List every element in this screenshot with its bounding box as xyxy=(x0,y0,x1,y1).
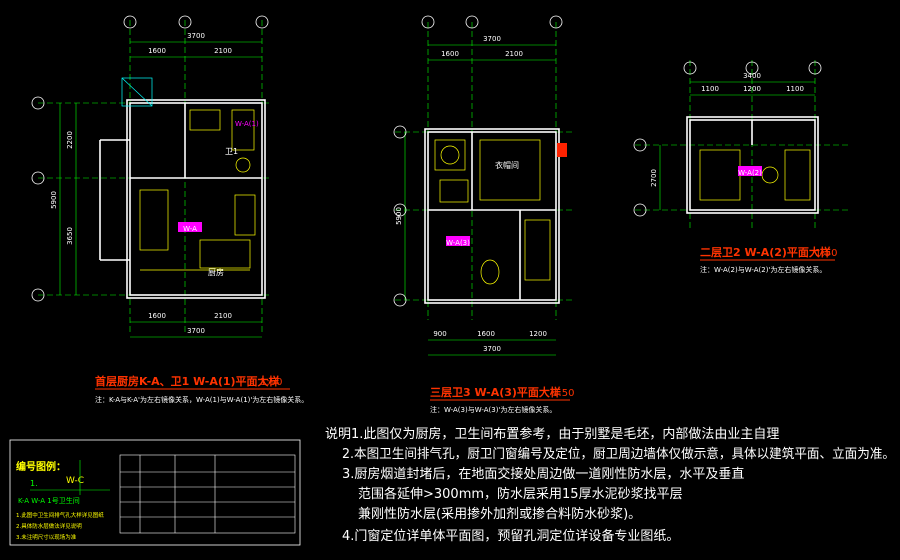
plan-2-dim-top-1: 3400 xyxy=(743,72,761,80)
plan-3-dim-bottom-3: 1200 xyxy=(529,330,547,338)
plan-1-dim-left-1: 5900 xyxy=(50,191,58,209)
plan-2-title: 二层卫2 W-A(2)平面大样 xyxy=(700,245,831,259)
legend-title: 编号图例： xyxy=(16,460,66,473)
plan-3-dim-top-3: 2100 xyxy=(505,50,523,58)
plan-3-tag-marker xyxy=(446,236,470,246)
legend-box: 编号图例： 1. W-C K-A W-A 1号卫生间 1.此图中卫生间排气孔大样… xyxy=(9,439,301,546)
plan-3-dim-bottom-4: 3700 xyxy=(483,345,501,353)
plan-2-dim-top-2: 1100 xyxy=(701,85,719,93)
legend-item: 1. xyxy=(30,479,38,488)
plan-3-axis-bubble-a xyxy=(393,125,407,139)
plan-2-axis-bubble-b xyxy=(633,138,647,152)
plan-1-tag-marker xyxy=(178,222,202,232)
plan-2-tag-marker xyxy=(738,166,762,176)
note-line-5: 兼刚性防水层(采用掺外加剂或掺合料防水砂浆)。 xyxy=(358,506,641,522)
legend-table xyxy=(119,454,296,534)
plan-3-tag-text: W-A(3) xyxy=(446,239,470,247)
plan-3-axis-bubble-b xyxy=(393,203,407,217)
plan-1-axis-bubble-c xyxy=(31,288,45,302)
plan-1-room-bath: 卫1 xyxy=(225,147,238,156)
plan-2-dim-top-4: 1100 xyxy=(786,85,804,93)
plan-2-axis-bubble-2 xyxy=(745,61,759,75)
plan-2-tag-text: W-A(2) xyxy=(738,169,762,177)
plan-3-room-closet: 衣帽间 xyxy=(495,160,519,170)
plan-3-dim-left-1: 5900 xyxy=(395,207,403,225)
plan-2-dim-top-3: 1200 xyxy=(743,85,761,93)
plan-3-dim-top-1: 3700 xyxy=(483,35,501,43)
plan-1-scale: 1:50 xyxy=(260,377,282,388)
plan-3-dim-bottom-2: 1600 xyxy=(477,330,495,338)
plan-2-scale: 1:50 xyxy=(815,248,837,259)
plan-1-dim-top-2: 1600 xyxy=(148,47,166,55)
plan-3-axis-bubble-3 xyxy=(549,15,563,29)
legend-note-1: 1.此图中卫生间排气孔大样详见图纸 xyxy=(16,511,104,519)
plan-1-dim-top-3: 2100 xyxy=(214,47,232,55)
plan-1-dim-left-3: 3650 xyxy=(66,227,74,245)
note-line-4: 范围各延伸>300mm，防水层采用15厚水泥砂浆找平层 xyxy=(358,486,683,502)
note-line-2: 2.本图卫生间排气孔，厨卫门窗编号及定位，厨卫周边墙体仅做示意，具体以建筑平面、… xyxy=(342,446,895,462)
legend-example: K-A W-A 1号卫生间 xyxy=(18,496,80,505)
plan-1-tag-text: W-A xyxy=(183,225,197,233)
plan-1-dim-bottom-2: 2100 xyxy=(214,312,232,320)
plan-2-axis-bubble-3 xyxy=(808,61,822,75)
note-line-6: 4.门窗定位详单体平面图，预留孔洞定位详设备专业图纸。 xyxy=(342,528,679,544)
plan-2-axis-bubble-1 xyxy=(683,61,697,75)
plan-1-axis-bubble-b xyxy=(31,171,45,185)
plan-1-title: 首层厨房K-A、卫1 W-A(1)平面大样 xyxy=(95,374,280,388)
legend-symbol: W-C xyxy=(66,476,84,486)
plan-1-dim-bottom-1: 1600 xyxy=(148,312,166,320)
plan-3-dim-top-2: 1600 xyxy=(441,50,459,58)
plan-1-subnote: 注：K-A与K-A'为左右镜像关系，W-A(1)与W-A(1)'为左右镜像关系。 xyxy=(95,395,308,404)
plan-1-ground-floor-kitchen xyxy=(38,20,270,338)
plan-1-tag-text-2: W-A(1) xyxy=(235,120,259,128)
note-line-3: 3.厨房烟道封堵后，在地面交接处周边做一道刚性防水层，水平及垂直 xyxy=(342,466,744,482)
plan-3-title: 三层卫3 W-A(3)平面大样 xyxy=(430,385,561,399)
plan-1-axis-bubble-a xyxy=(31,96,45,110)
plan-1-dim-top-1: 3700 xyxy=(187,32,205,40)
plan-1-axis-bubble-2 xyxy=(178,15,192,29)
plan-2-axis-bubble-c xyxy=(633,203,647,217)
plan-3-axis-bubble-1 xyxy=(421,15,435,29)
plan-3-dim-bottom-1: 900 xyxy=(433,330,446,338)
legend-note-2: 2.具体防水层做法详见说明 xyxy=(16,522,82,530)
plan-3-red-marker xyxy=(557,143,567,157)
legend-note-3: 3.未注明尺寸以现场为准 xyxy=(16,533,77,541)
plan-2-second-floor-bath xyxy=(633,60,850,230)
plan-3-subnote: 注：W-A(3)与W-A(3)'为左右镜像关系。 xyxy=(430,405,556,414)
plan-1-dim-bottom-3: 3700 xyxy=(187,327,205,335)
plan-3-scale: 1:50 xyxy=(552,388,574,399)
plan-1-dim-left-2: 2200 xyxy=(66,131,74,149)
plan-1-axis-bubble-1 xyxy=(123,15,137,29)
note-line-1: 说明1.此图仅为厨房，卫生间布置参考，由于别墅是毛坯，内部做法由业主自理 xyxy=(325,426,779,442)
plan-1-axis-bubble-3 xyxy=(255,15,269,29)
plan-2-dim-left-1: 2700 xyxy=(650,169,658,187)
plan-3-axis-bubble-c xyxy=(393,293,407,307)
plan-3-axis-bubble-2 xyxy=(465,15,479,29)
plan-2-subnote: 注：W-A(2)与W-A(2)'为左右镜像关系。 xyxy=(700,265,826,274)
plan-1-room-kitchen: 厨房 xyxy=(208,267,224,277)
plan-3-third-floor-bath xyxy=(395,22,575,356)
